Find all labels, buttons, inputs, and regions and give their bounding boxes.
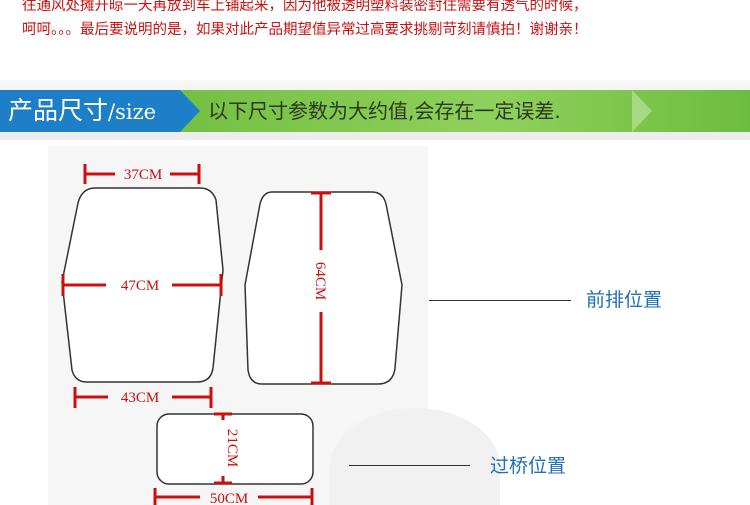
size-title: 产品尺寸/size [8,93,156,129]
title-blue-block [0,90,180,132]
dim-label-64: 64CM [312,262,328,300]
blue-arrow [180,90,200,132]
front-leader-line [429,300,571,301]
dim-label-21: 21CM [224,429,240,467]
size-subtitle: 以下尺寸参数为大约值,会存在一定误差. [208,99,561,123]
bridge-cushion-outline [156,413,314,485]
notice-line-1: 往通风处摊开晾一天再放到车上铺起来，因为他被透明塑料装密封住需要有透气的时候， [22,0,588,14]
notice-line-2: 呵呵。。。最后要说明的是，如果对此产品期望值异常过高要求挑剔苛刻请慎拍！谢谢亲！ [22,22,588,38]
seat-cushion-outline [61,187,224,383]
dim-label-47: 47CM [121,278,159,294]
bridge-position-label: 过桥位置 [490,455,567,477]
size-title-cn: 产品尺寸 [8,96,109,125]
dim-label-43: 43CM [121,390,159,406]
title-green-block [180,90,750,132]
seat-back-outline [244,191,403,385]
size-title-en: /size [108,100,157,124]
notice-text: 往通风处摊开晾一天再放到车上铺起来，因为他被透明塑料装密封住需要有透气的时候， … [22,0,742,42]
bridge-leader-line [349,465,470,466]
dim-label-37: 37CM [124,167,162,183]
front-position-label: 前排位置 [586,289,663,311]
dim-label-50: 50CM [210,491,248,505]
green-arrow-tip [632,90,652,132]
background-shape [330,408,500,505]
